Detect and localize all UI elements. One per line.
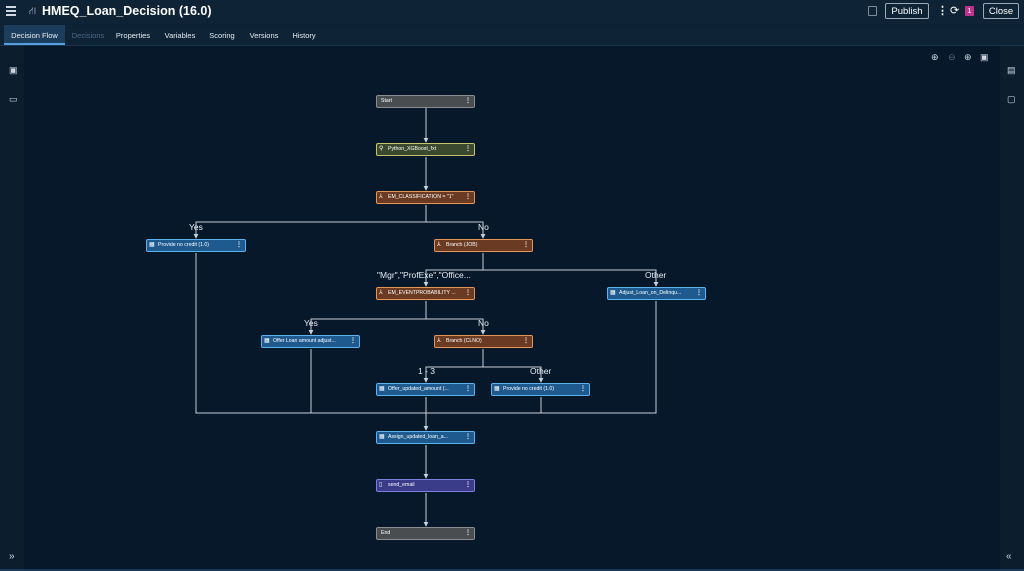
zoom-fit-icon[interactable]: ⊕ <box>964 52 972 62</box>
top-bar: ⛙ HMEQ_Loan_Decision (16.0) Publish ⋮ ⟳ … <box>0 0 1024 24</box>
rule-set-icon: ▦ <box>379 386 385 392</box>
node-palette-icon[interactable]: ▣ <box>9 65 18 75</box>
flow-node-rule-set[interactable]: ▦ Provide no credit (1.0) ⋮ <box>491 383 590 396</box>
rule-set-icon: ▦ <box>494 386 500 392</box>
collapse-right-icon[interactable]: « <box>1006 551 1012 562</box>
left-rail: ▣ ▭ » <box>0 46 24 569</box>
edge-label-no: No <box>478 318 489 328</box>
flow-node-rule-set[interactable]: ▦ Assign_updated_loan_a... ⋮ <box>376 431 475 444</box>
publish-button[interactable]: Publish <box>885 3 929 19</box>
save-icon[interactable] <box>868 6 877 16</box>
comment-icon[interactable]: ▢ <box>1007 94 1016 104</box>
flow-node-start[interactable]: Start ⋮ <box>376 95 475 108</box>
flow-node-rule-set[interactable]: ▦ Provide no credit (1.0) ⋮ <box>146 239 246 252</box>
hamburger-icon[interactable] <box>6 6 16 17</box>
flow-node-branch[interactable]: ⅄ Branch (CLNO) ⋮ <box>434 335 533 348</box>
branch-icon: ⅄ <box>437 338 441 344</box>
node-label: Start <box>381 98 392 104</box>
flow-node-condition[interactable]: ⅄ EM_CLASSIFICATION = "1" ⋮ <box>376 191 475 204</box>
rule-set-icon: ▦ <box>379 434 385 440</box>
node-menu-icon[interactable]: ⋮ <box>236 242 242 248</box>
tab-versions[interactable]: Versions <box>249 31 279 40</box>
more-options-icon[interactable]: ⋮ <box>937 5 948 17</box>
edge-label-job-values: "Mgr","ProfExe","Office... <box>377 270 471 280</box>
flow-node-model[interactable]: ⚲ Python_XGBoost_fxt ⋮ <box>376 143 475 156</box>
branch-icon: ⅄ <box>379 194 383 200</box>
node-menu-icon[interactable]: ⋮ <box>580 386 586 392</box>
node-menu-icon[interactable]: ⋮ <box>465 482 471 488</box>
node-menu-icon[interactable]: ⋮ <box>465 146 471 152</box>
tab-history[interactable]: History <box>292 31 316 40</box>
tab-variables[interactable]: Variables <box>164 31 196 40</box>
page-title: HMEQ_Loan_Decision (16.0) <box>42 4 212 18</box>
node-label: EM_EVENTPROBABILITY ... <box>388 290 456 296</box>
node-menu-icon[interactable]: ⋮ <box>465 434 471 440</box>
tab-decisions: Decisions <box>71 31 105 40</box>
flow-node-rule-set[interactable]: ▦ Adjust_Loan_on_Delinqu... ⋮ <box>607 287 706 300</box>
sync-icon[interactable]: ⟳ <box>950 5 960 17</box>
right-rail: ▤ ▢ « <box>1000 46 1024 569</box>
node-label: Python_XGBoost_fxt <box>388 146 437 152</box>
tab-decision-flow[interactable]: Decision Flow <box>4 25 65 45</box>
node-label: End <box>381 530 391 536</box>
node-menu-icon[interactable]: ⋮ <box>465 386 471 392</box>
tab-bar: Decision Flow Decisions Properties Varia… <box>0 25 1024 46</box>
node-menu-icon[interactable]: ⋮ <box>465 98 471 104</box>
edge-label-no: No <box>478 222 489 232</box>
tab-scoring[interactable]: Scoring <box>209 31 235 40</box>
node-label: Provide no credit (1.0) <box>503 386 555 392</box>
overview-icon[interactable]: ▣ <box>980 52 989 62</box>
tab-properties[interactable]: Properties <box>115 31 151 40</box>
node-menu-icon[interactable]: ⋮ <box>465 194 471 200</box>
image-icon[interactable]: ▭ <box>9 94 18 104</box>
rule-set-icon: ▦ <box>149 242 155 248</box>
flow-canvas[interactable] <box>24 46 1000 569</box>
node-label: EM_CLASSIFICATION = "1" <box>388 194 454 200</box>
edge-label-other: Other <box>645 270 667 280</box>
close-button[interactable]: Close <box>983 3 1019 19</box>
notification-badge[interactable]: 1 <box>965 6 974 16</box>
flow-node-branch[interactable]: ⅄ Branch (JOB) ⋮ <box>434 239 533 252</box>
expand-left-icon[interactable]: » <box>9 551 15 562</box>
branch-icon: ⅄ <box>379 290 383 296</box>
code-file-icon: ▯ <box>379 482 383 488</box>
node-label: Provide no credit (1.0) <box>158 242 210 248</box>
node-label: send_email <box>388 482 415 488</box>
node-label: Offer_updated_amount (... <box>388 386 449 392</box>
node-menu-icon[interactable]: ⋮ <box>696 290 702 296</box>
node-menu-icon[interactable]: ⋮ <box>465 530 471 536</box>
zoom-out-icon: ⊖ <box>948 52 956 62</box>
model-icon: ⚲ <box>379 146 384 152</box>
rule-set-icon: ▦ <box>610 290 616 296</box>
node-menu-icon[interactable]: ⋮ <box>523 338 529 344</box>
node-label: Branch (JOB) <box>446 242 478 248</box>
node-menu-icon[interactable]: ⋮ <box>465 290 471 296</box>
node-menu-icon[interactable]: ⋮ <box>350 338 356 344</box>
node-label: Assign_updated_loan_a... <box>388 434 448 440</box>
bottom-border <box>0 569 1024 571</box>
node-label: Branch (CLNO) <box>446 338 482 344</box>
edge-label-clno-range: 1 - 3 <box>418 366 436 376</box>
branch-icon: ⅄ <box>437 242 441 248</box>
flow-node-end[interactable]: End ⋮ <box>376 527 475 540</box>
node-menu-icon[interactable]: ⋮ <box>523 242 529 248</box>
flow-node-rule-set[interactable]: ▦ Offer Loan amount adjust... ⋮ <box>261 335 360 348</box>
edge-label-other: Other <box>530 366 552 376</box>
document-icon[interactable]: ▤ <box>1007 65 1016 75</box>
decision-flow-icon: ⛙ <box>29 6 37 17</box>
flow-node-condition[interactable]: ⅄ EM_EVENTPROBABILITY ... ⋮ <box>376 287 475 300</box>
flow-node-code-file[interactable]: ▯ send_email ⋮ <box>376 479 475 492</box>
edge-label-yes: Yes <box>189 222 203 232</box>
node-label: Offer Loan amount adjust... <box>273 338 336 344</box>
flow-node-rule-set[interactable]: ▦ Offer_updated_amount (... ⋮ <box>376 383 475 396</box>
node-label: Adjust_Loan_on_Delinqu... <box>619 290 682 296</box>
zoom-in-icon[interactable]: ⊕ <box>931 52 939 62</box>
rule-set-icon: ▦ <box>264 338 270 344</box>
edge-label-yes: Yes <box>304 318 318 328</box>
